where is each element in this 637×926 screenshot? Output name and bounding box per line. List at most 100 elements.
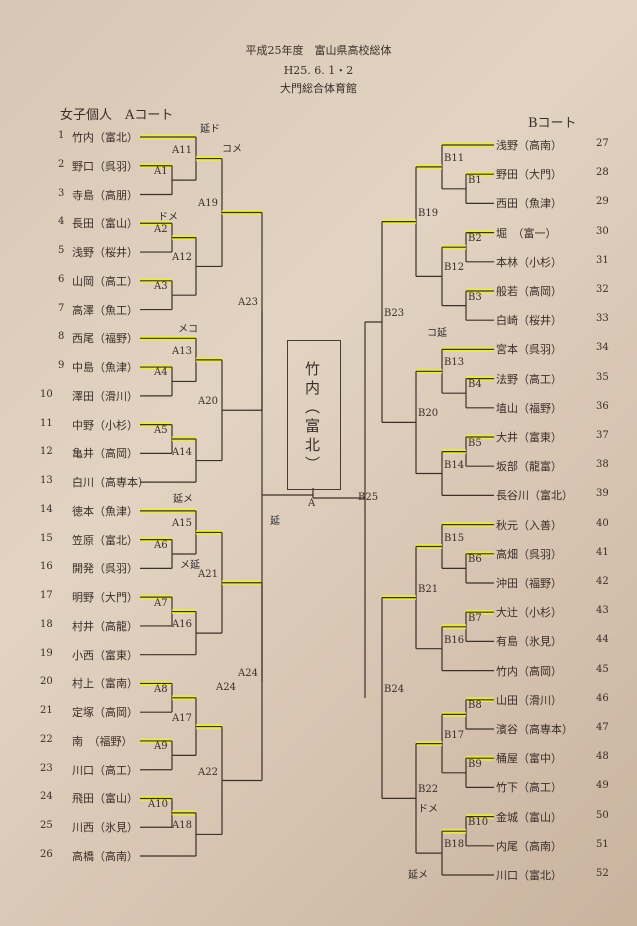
match-label: B21 — [418, 583, 439, 595]
handwritten-note: 延 — [270, 516, 280, 527]
player-seed-number: 40 — [596, 517, 609, 529]
player-seed-number: 8 — [58, 331, 65, 343]
handwritten-note: コ延 — [427, 328, 447, 339]
match-label: B13 — [444, 357, 465, 369]
player-name: 内尾（高南） — [496, 839, 562, 853]
player-name: 白川（高専本） — [72, 476, 149, 490]
handwritten-note: メ延 — [180, 560, 200, 571]
player-seed-number: 23 — [40, 762, 53, 774]
b-court-title: Bコート — [528, 116, 577, 131]
player-seed-number: 9 — [58, 360, 65, 372]
player-seed-number: 29 — [596, 196, 609, 208]
player-seed-number: 37 — [596, 430, 609, 441]
player-name: 中野（小杉） — [72, 418, 138, 432]
match-label: B3 — [468, 291, 482, 303]
player-seed-number: 38 — [596, 459, 609, 471]
a-court-title: 女子個人 Aコート — [60, 108, 174, 123]
match-label: A21 — [198, 568, 218, 580]
champion-name: 竹内（富北） — [303, 361, 321, 475]
match-label: A18 — [172, 820, 192, 832]
player-name: 大井（富東） — [496, 431, 562, 444]
player-seed-number: 3 — [58, 187, 65, 199]
player-name: 般若（高岡） — [496, 285, 562, 298]
player-seed-number: 19 — [40, 647, 53, 659]
handwritten-note: 延メ — [173, 494, 193, 505]
player-seed-number: 5 — [58, 245, 65, 257]
player-seed-number: 15 — [40, 532, 53, 544]
player-seed-number: 13 — [40, 475, 53, 487]
handwritten-note: メコ — [178, 324, 198, 335]
player-name: 埴山（福野） — [496, 401, 562, 415]
player-seed-number: 41 — [596, 546, 609, 558]
player-seed-number: 1 — [58, 130, 65, 141]
player-name: 澤田（滑川） — [72, 389, 138, 403]
player-name: 西尾（福野） — [72, 332, 138, 346]
player-name: 竹内（高岡） — [496, 664, 562, 678]
player-name: 村上（富南） — [72, 677, 138, 691]
player-seed-number: 4 — [58, 216, 65, 228]
player-name: 浅野（高南） — [496, 139, 562, 152]
player-seed-number: 39 — [596, 488, 609, 500]
player-name: 濱谷（高専本） — [496, 723, 573, 736]
player-name: 川口（高工） — [72, 763, 138, 777]
match-label: B2 — [468, 233, 482, 245]
player-name: 野口（呉羽） — [72, 159, 138, 173]
player-seed-number: 17 — [40, 590, 53, 602]
player-seed-number: 47 — [596, 722, 609, 733]
match-label: A24 — [216, 682, 236, 693]
player-seed-number: 48 — [596, 751, 609, 763]
match-label: B10 — [468, 817, 489, 829]
player-name: 長谷川（富北） — [496, 489, 573, 503]
player-name: 長田（富山） — [72, 217, 138, 231]
match-label: A5 — [154, 424, 168, 436]
player-seed-number: 33 — [596, 313, 609, 325]
player-name: 高澤（魚工） — [72, 303, 138, 317]
player-name: 堀 （富一） — [496, 226, 557, 240]
player-seed-number: 35 — [596, 371, 609, 383]
player-name: 浅野（桜井） — [72, 246, 138, 260]
match-label: B11 — [444, 152, 465, 164]
player-seed-number: 11 — [40, 417, 53, 429]
header-title: 平成25年度 富山県高校総体 — [245, 44, 392, 57]
match-label: A20 — [198, 396, 218, 408]
player-name: 竹下（高工） — [496, 781, 562, 795]
player-name: 山岡（高工） — [72, 274, 138, 288]
match-label: B14 — [444, 459, 465, 471]
player-seed-number: 44 — [596, 634, 609, 646]
player-name: 川口（富北） — [496, 869, 562, 882]
player-name: 坂部（龍富） — [496, 460, 562, 474]
header-venue: 大門総合体育館 — [280, 82, 357, 95]
match-label: B18 — [444, 839, 465, 851]
match-label: A19 — [198, 198, 218, 210]
handwritten-note: ドメ — [158, 212, 178, 223]
match-label: B24 — [384, 683, 405, 695]
player-name: 明野（大門） — [72, 591, 138, 605]
match-label: B5 — [468, 437, 482, 449]
match-label: A15 — [172, 518, 192, 530]
handwritten-note: 延メ — [408, 870, 428, 881]
match-label: A17 — [172, 712, 192, 724]
player-seed-number: 14 — [40, 503, 53, 515]
player-seed-number: 51 — [596, 838, 609, 850]
header-date: H25. 6. 1・2 — [283, 64, 354, 77]
player-seed-number: 31 — [596, 254, 609, 266]
player-name: 宮本（呉羽） — [496, 343, 562, 357]
player-name: 有島（氷見） — [496, 635, 562, 649]
player-name: 寺島（高朋） — [72, 188, 138, 202]
match-label: A23 — [238, 297, 258, 309]
player-seed-number: 30 — [596, 225, 609, 237]
player-name: 中島（魚津） — [72, 361, 138, 375]
match-label: B15 — [444, 532, 465, 544]
match-label: B17 — [444, 729, 465, 741]
match-label: B4 — [468, 379, 482, 391]
match-label: A2 — [154, 223, 168, 235]
match-label: B22 — [418, 784, 439, 796]
handwritten-note: コメ — [222, 144, 242, 155]
player-name: 野田（大門） — [496, 168, 562, 182]
match-label: B9 — [468, 758, 482, 770]
player-name: 高畑（呉羽） — [496, 547, 562, 561]
match-label: A4 — [154, 367, 168, 379]
player-seed-number: 50 — [596, 809, 609, 821]
match-label: B12 — [444, 262, 465, 274]
player-seed-number: 24 — [40, 791, 53, 803]
